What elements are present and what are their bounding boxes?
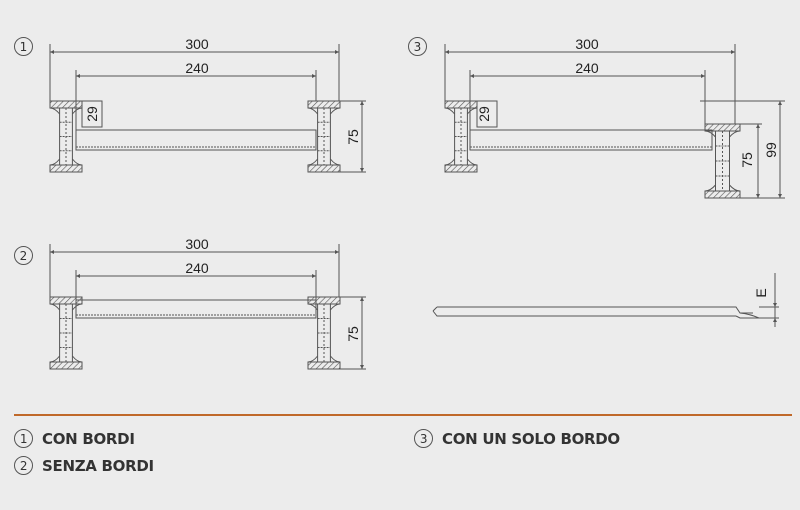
d1-right-profile-cap-bottom	[307, 164, 341, 173]
legend-label-1: CON BORDI	[42, 429, 135, 448]
dim-edge-1: 29	[84, 106, 100, 122]
dim-inner-3: 240	[575, 60, 599, 76]
d2-deck	[75, 299, 317, 319]
dim-height-1: 75	[345, 129, 361, 145]
d1-left-profile-cap-top	[49, 100, 83, 109]
divider-line	[14, 414, 792, 416]
d1-right-profile-fillets	[307, 107, 341, 166]
legend-label-3: CON UN SOLO BORDO	[442, 429, 620, 448]
dim-total-2: 300	[185, 236, 209, 252]
d3-left-profile-fillets	[444, 107, 478, 166]
d3-left-profile-cap-top	[444, 100, 478, 109]
diagram-number-3: 3	[408, 37, 427, 56]
d1-deck	[75, 129, 317, 151]
legend-item-2: 2 SENZA BORDI	[14, 456, 154, 475]
d3-right-profile-cap-bottom	[704, 190, 741, 199]
dim-height-total-3: 99	[763, 142, 779, 158]
d1-edge-box	[81, 100, 103, 128]
legend-number-3: 3	[414, 429, 433, 448]
legend-item-1: 1 CON BORDI	[14, 429, 135, 448]
diagram-number-1: 1	[14, 37, 33, 56]
diagram-number-2: 2	[14, 246, 33, 265]
legend-number-1: 1	[14, 429, 33, 448]
d2-right-profile-fillets	[307, 303, 341, 363]
dim-height-2: 75	[345, 326, 361, 342]
dim-total-3: 300	[575, 36, 599, 52]
d2-left-profile-cap-bottom	[49, 361, 83, 370]
d1-left-profile-cap-bottom	[49, 164, 83, 173]
dim-total-1: 300	[185, 36, 209, 52]
ramp-profile	[432, 306, 760, 319]
dim-edge-3: 29	[476, 106, 492, 122]
legend-number-2: 2	[14, 456, 33, 475]
dim-height-3: 75	[739, 152, 755, 168]
d2-right-profile-cap-bottom	[307, 361, 341, 370]
ramp-dim-e: E	[753, 288, 769, 297]
legend-item-3: 3 CON UN SOLO BORDO	[414, 429, 620, 448]
d3-left-profile-cap-bottom	[444, 164, 478, 173]
d1-left-profile-fillets	[49, 107, 83, 166]
dim-inner-1: 240	[185, 60, 209, 76]
d3-right-profile-fillets	[704, 130, 741, 192]
d3-deck	[469, 129, 713, 151]
d3-edge-box	[476, 100, 498, 128]
dim-inner-2: 240	[185, 260, 209, 276]
d2-left-profile-fillets	[49, 303, 83, 363]
d1-right-profile-cap-top	[307, 100, 341, 109]
legend-label-2: SENZA BORDI	[42, 456, 154, 475]
